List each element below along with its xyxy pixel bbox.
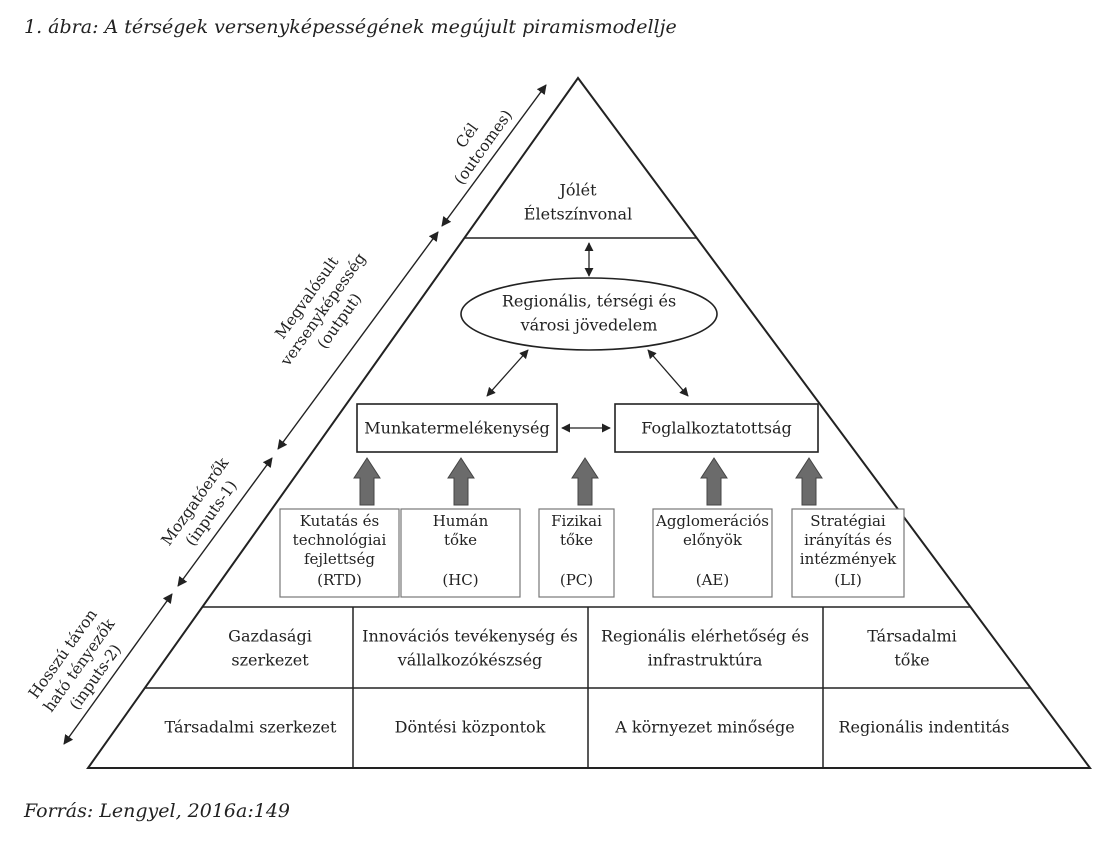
driver-label: Fizikai: [551, 512, 602, 530]
top-outcome-text: Jólét: [557, 181, 597, 200]
productivity-label: Munkatermelékenység: [364, 419, 549, 438]
row2-factor: Regionális indentitás: [838, 718, 1009, 737]
row1-factor: tőke: [894, 651, 929, 670]
driver-box: [279, 508, 400, 598]
driver-label: technológiai: [293, 531, 387, 549]
income-ellipse-text: városi jövedelem: [520, 316, 658, 335]
row2-factor: Társadalmi szerkezet: [165, 718, 337, 737]
row1-factor: Gazdasági: [228, 627, 312, 646]
driver-abbreviation: (PC): [560, 571, 593, 589]
row1-factor: Társadalmi: [867, 627, 957, 646]
driver-label: tőke: [444, 531, 477, 549]
driver-block-arrow: [571, 457, 599, 506]
row2-factor: Döntési központok: [395, 718, 546, 737]
driver-box: [538, 508, 615, 598]
driver-box: [400, 508, 521, 598]
row1-factor: Regionális elérhetőség és: [601, 627, 809, 646]
top-outcome-text: Életszínvonal: [524, 204, 632, 224]
driver-abbreviation: (RTD): [317, 571, 362, 589]
driver-abbreviation: (AE): [696, 571, 730, 589]
employment-box: [614, 403, 819, 453]
driver-abbreviation: (HC): [442, 571, 478, 589]
driver-box: [652, 508, 773, 598]
arrow-ellipse-employment: [647, 349, 689, 397]
arrow-outcomes: [441, 84, 547, 227]
row1-factor: Innovációs tevékenység és: [362, 627, 578, 646]
arrow-ellipse-productivity: [486, 349, 529, 397]
source-note: Forrás: Lengyel, 2016a:149: [24, 800, 291, 822]
row2-factor: A környezet minősége: [614, 718, 794, 737]
driver-label: Kutatás és: [300, 512, 380, 530]
driver-label: tőke: [560, 531, 593, 549]
row1-factor: vállalkozókészség: [397, 651, 543, 670]
row1-factor: infrastruktúra: [648, 651, 763, 670]
income-ellipse-text: Regionális, térségi és: [502, 292, 676, 311]
figure-title: 1. ábra: A térségek versenyképességének …: [24, 16, 677, 38]
driver-label: irányítás és: [804, 531, 892, 549]
driver-label: Humán: [433, 512, 489, 530]
driver-abbreviation: (LI): [834, 571, 862, 589]
driver-block-arrow: [353, 457, 381, 506]
income-ellipse: [460, 277, 718, 351]
driver-label: Stratégiai: [810, 512, 886, 530]
driver-label: intézmények: [800, 550, 897, 568]
row1-factor: szerkezet: [231, 651, 309, 670]
driver-label: előnyök: [683, 531, 743, 549]
driver-box: [791, 508, 905, 598]
driver-block-arrow: [447, 457, 475, 506]
arrow-inputs-2: [63, 593, 173, 745]
arrow-output: [277, 231, 439, 450]
driver-label: fejlettség: [304, 550, 375, 568]
employment-label: Foglalkoztatottság: [641, 419, 792, 438]
driver-label: Agglomerációs: [655, 512, 769, 530]
driver-block-arrow: [700, 457, 728, 506]
driver-block-arrow: [795, 457, 823, 506]
arrow-inputs-1: [177, 457, 273, 587]
